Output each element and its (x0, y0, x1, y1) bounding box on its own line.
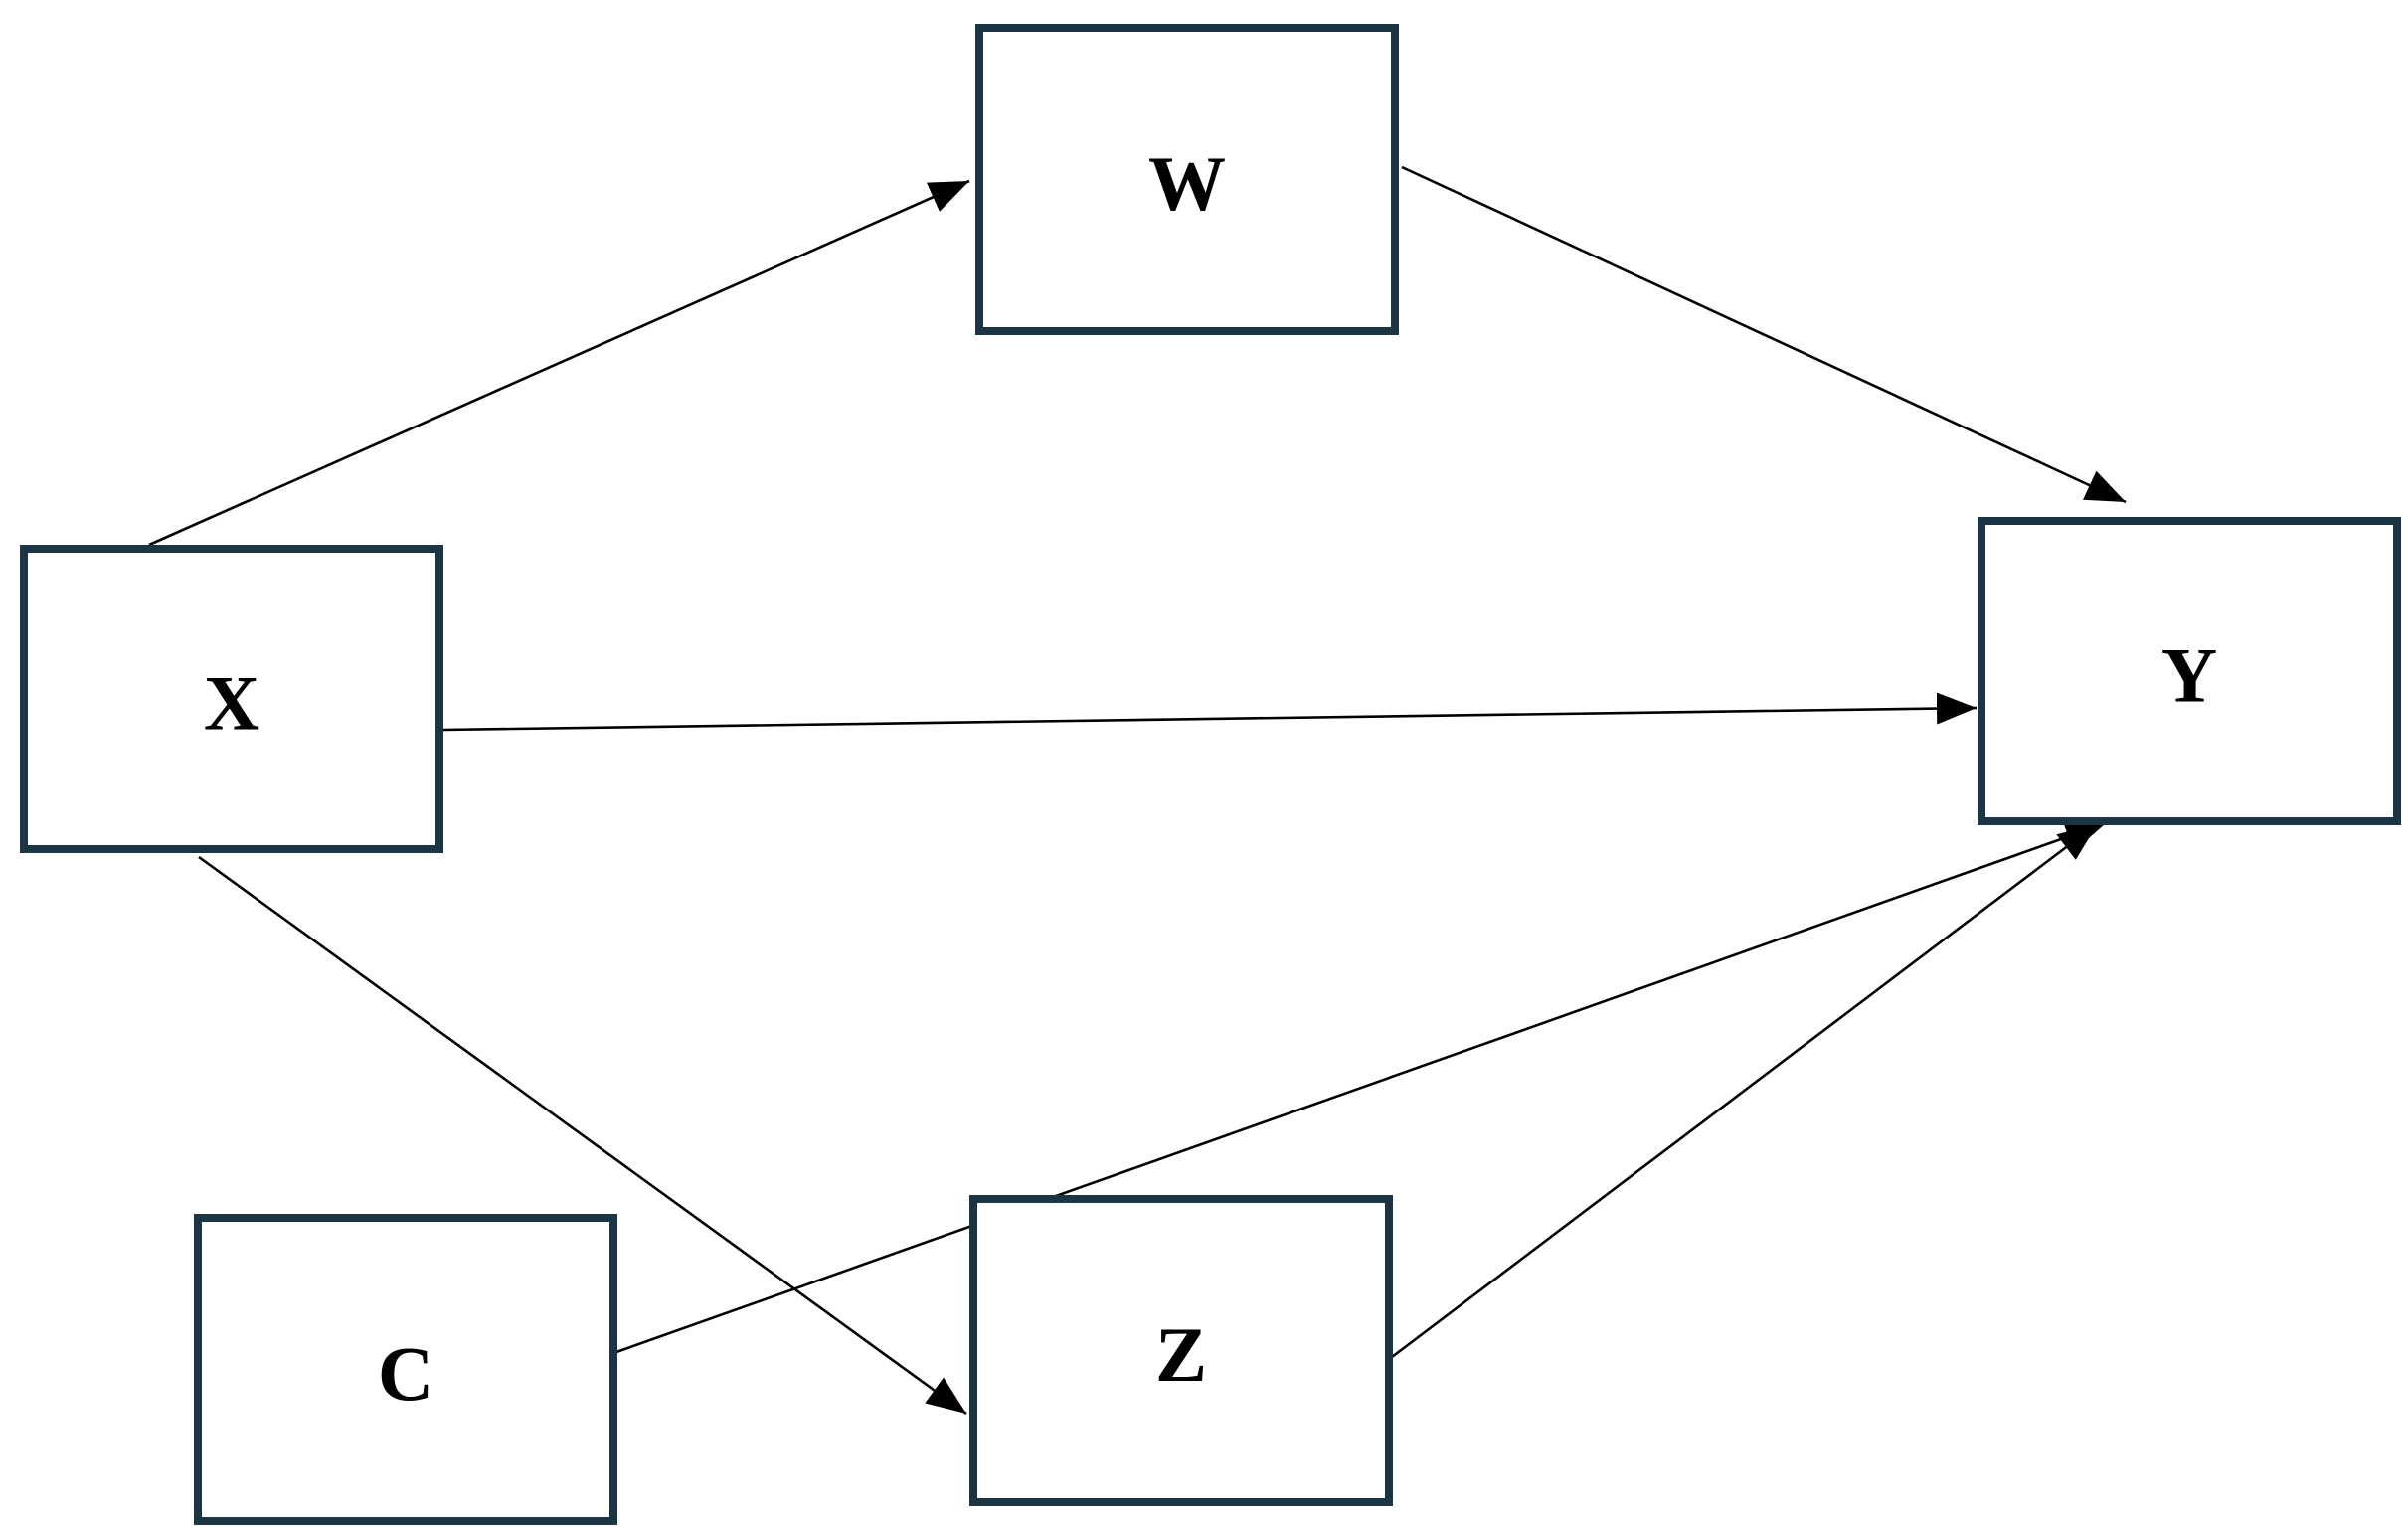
nodes-layer: W X Y C Z (20, 24, 2401, 1525)
node-label-c: C (378, 1330, 433, 1417)
node-y: Y (1978, 517, 2401, 825)
node-box-z (969, 1195, 1393, 1506)
node-label-y: Y (2161, 632, 2217, 719)
node-w: W (975, 24, 1399, 335)
node-box-w (975, 24, 1399, 335)
node-c: C (194, 1214, 617, 1525)
arrow-x-to-y (442, 692, 1978, 732)
node-box-c (194, 1214, 617, 1525)
arrow-z-to-y (1391, 821, 2099, 1359)
arrow-w-to-y (1401, 165, 2127, 504)
node-box-y (1978, 517, 2401, 825)
arrow-x-to-w (148, 179, 970, 547)
node-label-w: W (1148, 140, 1226, 227)
arrow-x-to-z (198, 855, 967, 1416)
node-box-x (20, 545, 443, 853)
node-x: X (20, 545, 443, 853)
node-label-z: Z (1155, 1311, 1207, 1398)
node-label-x: X (204, 660, 259, 747)
edges-layer (148, 165, 2127, 1416)
node-z: Z (969, 1195, 1393, 1506)
arrow-c-to-y (615, 821, 2107, 1354)
